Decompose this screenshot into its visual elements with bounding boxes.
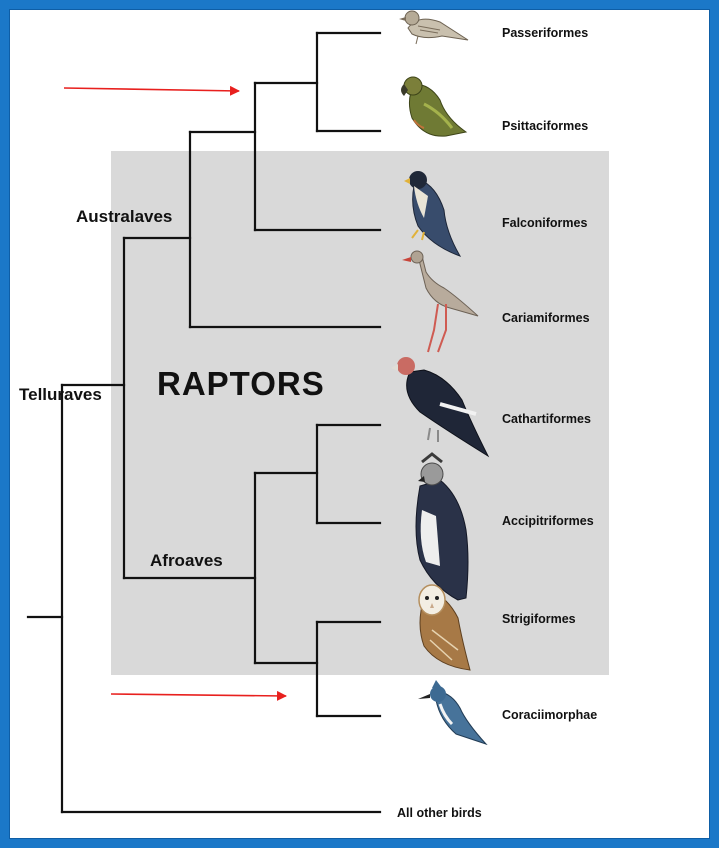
outgroup-label: All other birds [397, 806, 482, 820]
sparrow-icon [399, 11, 468, 44]
clade-label-afroaves: Afroaves [150, 551, 223, 570]
clade-label-telluraves: Telluraves [19, 385, 102, 404]
kea-parrot-icon [401, 77, 466, 136]
order-label-accipitriformes: Accipitriformes [502, 514, 594, 528]
order-label-passeriformes: Passeriformes [502, 26, 588, 40]
order-label-falconiformes: Falconiformes [502, 216, 587, 230]
order-label-strigiformes: Strigiformes [502, 612, 576, 626]
clade-label-australaves: Australaves [76, 207, 172, 226]
raptors-label: RAPTORS [157, 365, 325, 402]
kingfisher-icon [418, 680, 486, 744]
phylogeny-diagram: Telluraves Australaves Afroaves RAPTORS [9, 9, 710, 839]
diagram-frame: Telluraves Australaves Afroaves RAPTORS [9, 9, 710, 839]
order-label-psittaciformes: Psittaciformes [502, 119, 588, 133]
order-label-coraciimorphae: Coraciimorphae [502, 708, 597, 722]
red-arrow-bottom [111, 694, 286, 696]
order-label-cariamiformes: Cariamiformes [502, 311, 590, 325]
order-label-cathartiformes: Cathartiformes [502, 412, 591, 426]
red-arrow-top [64, 88, 239, 91]
